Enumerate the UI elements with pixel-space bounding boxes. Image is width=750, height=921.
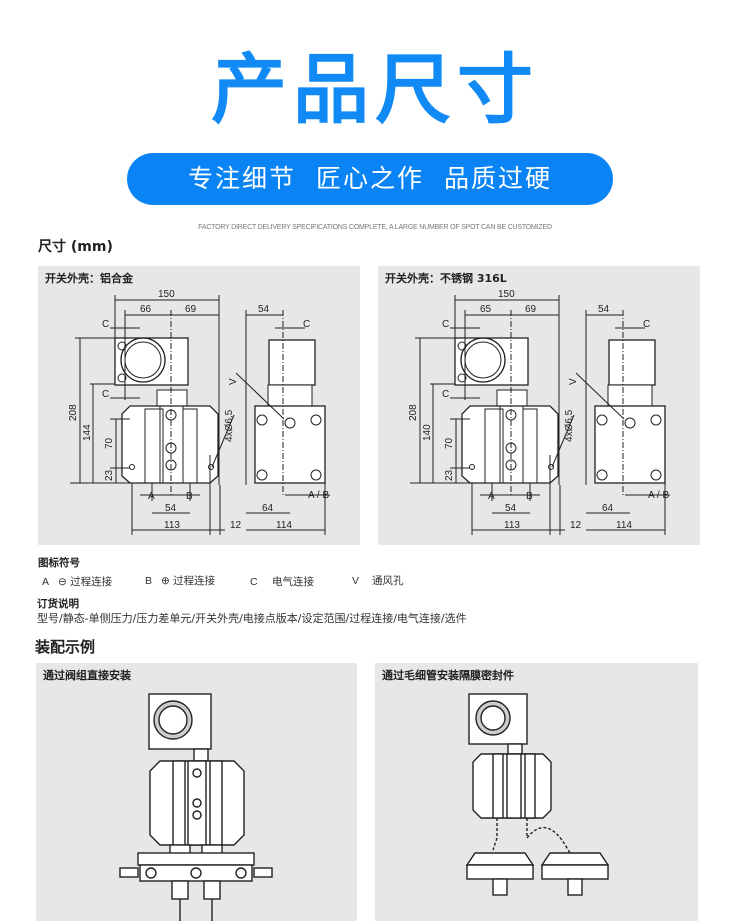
assembly-panel-manifold: 通过阀组直接安装 <box>36 663 357 921</box>
label-ab: A / B <box>308 490 329 501</box>
assembly-panel-capillary: 通过毛细管安装隔膜密封件 <box>375 663 698 921</box>
dim-12: 12 <box>230 520 242 531</box>
label-ab: A / B <box>648 490 669 501</box>
panel-title: 通过阀组直接安装 <box>43 669 131 682</box>
dim-height-208: 208 <box>68 404 79 421</box>
label-c: C <box>643 319 650 330</box>
tagline: FACTORY DIRECT DELIVERY SPECIFICATIONS C… <box>198 224 552 231</box>
label-c: C <box>303 319 310 330</box>
assembly-heading: 装配示例 <box>35 638 96 656</box>
panel-title: 开关外壳：不锈钢 316L <box>385 272 507 285</box>
legend-label: 电气连接 <box>272 576 314 588</box>
dim-height-208: 208 <box>408 404 419 421</box>
label-c: C <box>102 389 109 400</box>
legend-heading: 图标符号 <box>38 557 80 569</box>
dimension-drawing: 150 66 69 C C 208 144 70 23 4xØ6,5 A B 5… <box>68 289 330 535</box>
legend-label: ⊖ 过程连接 <box>58 576 113 588</box>
panel-title: 开关外壳：铝合金 <box>45 272 133 285</box>
label-c: C <box>102 319 109 330</box>
dim-113: 113 <box>164 520 180 531</box>
dimension-panel-stainless: 开关外壳：不锈钢 316L 150 65 69 C C 208 140 70 2… <box>378 266 700 545</box>
page-title: 产品尺寸 <box>211 45 539 134</box>
manifold-assembly-illustration <box>119 693 273 921</box>
dimensions-heading: 尺寸 (mm) <box>38 239 113 255</box>
capillary-assembly-illustration <box>465 693 610 896</box>
order-heading: 订货说明 <box>37 598 79 610</box>
dim-54: 54 <box>165 503 177 514</box>
label-b: B <box>526 491 533 502</box>
dim-right: 69 <box>525 304 537 315</box>
dim-113: 113 <box>504 520 520 531</box>
panel-title: 通过毛细管安装隔膜密封件 <box>382 669 514 682</box>
dimension-panel-aluminium: 开关外壳：铝合金 150 66 69 C C 208 144 70 23 4xØ… <box>38 266 360 545</box>
legend-item-c: C 电气连接 <box>250 574 314 589</box>
slogan-banner: 专注细节 匠心之作 品质过硬 <box>127 153 613 205</box>
dim-height-70: 70 <box>444 437 455 449</box>
legend-key: V <box>352 575 360 587</box>
dimension-drawing: 150 65 69 C C 208 140 70 23 4xØ6,5 A B 5… <box>408 289 670 535</box>
legend-key: B <box>145 575 153 587</box>
label-c: C <box>442 319 449 330</box>
dim-height-144: 140 <box>422 424 433 441</box>
label-c: C <box>442 389 449 400</box>
dim-height-70: 70 <box>104 437 115 449</box>
dim-right: 69 <box>185 304 197 315</box>
legend-key: A <box>42 576 50 588</box>
dim-64: 64 <box>262 503 274 514</box>
legend-key: C <box>250 576 258 588</box>
dim-height-23: 23 <box>104 469 115 481</box>
dim-width-150: 150 <box>498 289 515 300</box>
dim-left: 66 <box>140 304 152 315</box>
dim-side-54: 54 <box>598 304 610 315</box>
legend-item-v: V 通风孔 <box>352 573 404 588</box>
legend-label: ⊕ 过程连接 <box>161 575 216 587</box>
label-a: A <box>488 491 495 502</box>
legend-item-b: B ⊕ 过程连接 <box>145 573 215 588</box>
label-a: A <box>148 491 155 502</box>
dim-114: 114 <box>616 520 632 531</box>
order-text: 型号/静态-单侧压力/压力差单元/开关外壳/电接点版本/设定范围/过程连接/电气… <box>37 612 467 625</box>
label-v: V <box>568 378 579 385</box>
dim-height-23: 23 <box>444 469 455 481</box>
label-v: V <box>228 378 239 385</box>
legend-label: 通风孔 <box>372 575 404 587</box>
dim-64: 64 <box>602 503 614 514</box>
dim-left: 65 <box>480 304 492 315</box>
dim-holes: 4xØ6,5 <box>564 409 575 442</box>
dim-side-54: 54 <box>258 304 270 315</box>
dim-54: 54 <box>505 503 517 514</box>
legend-item-a: A ⊖ 过程连接 <box>42 574 112 589</box>
label-b: B <box>186 491 193 502</box>
dim-height-144: 144 <box>82 424 93 441</box>
dim-114: 114 <box>276 520 292 531</box>
dim-holes: 4xØ6,5 <box>224 409 235 442</box>
dim-width-150: 150 <box>158 289 175 300</box>
dim-12: 12 <box>570 520 582 531</box>
